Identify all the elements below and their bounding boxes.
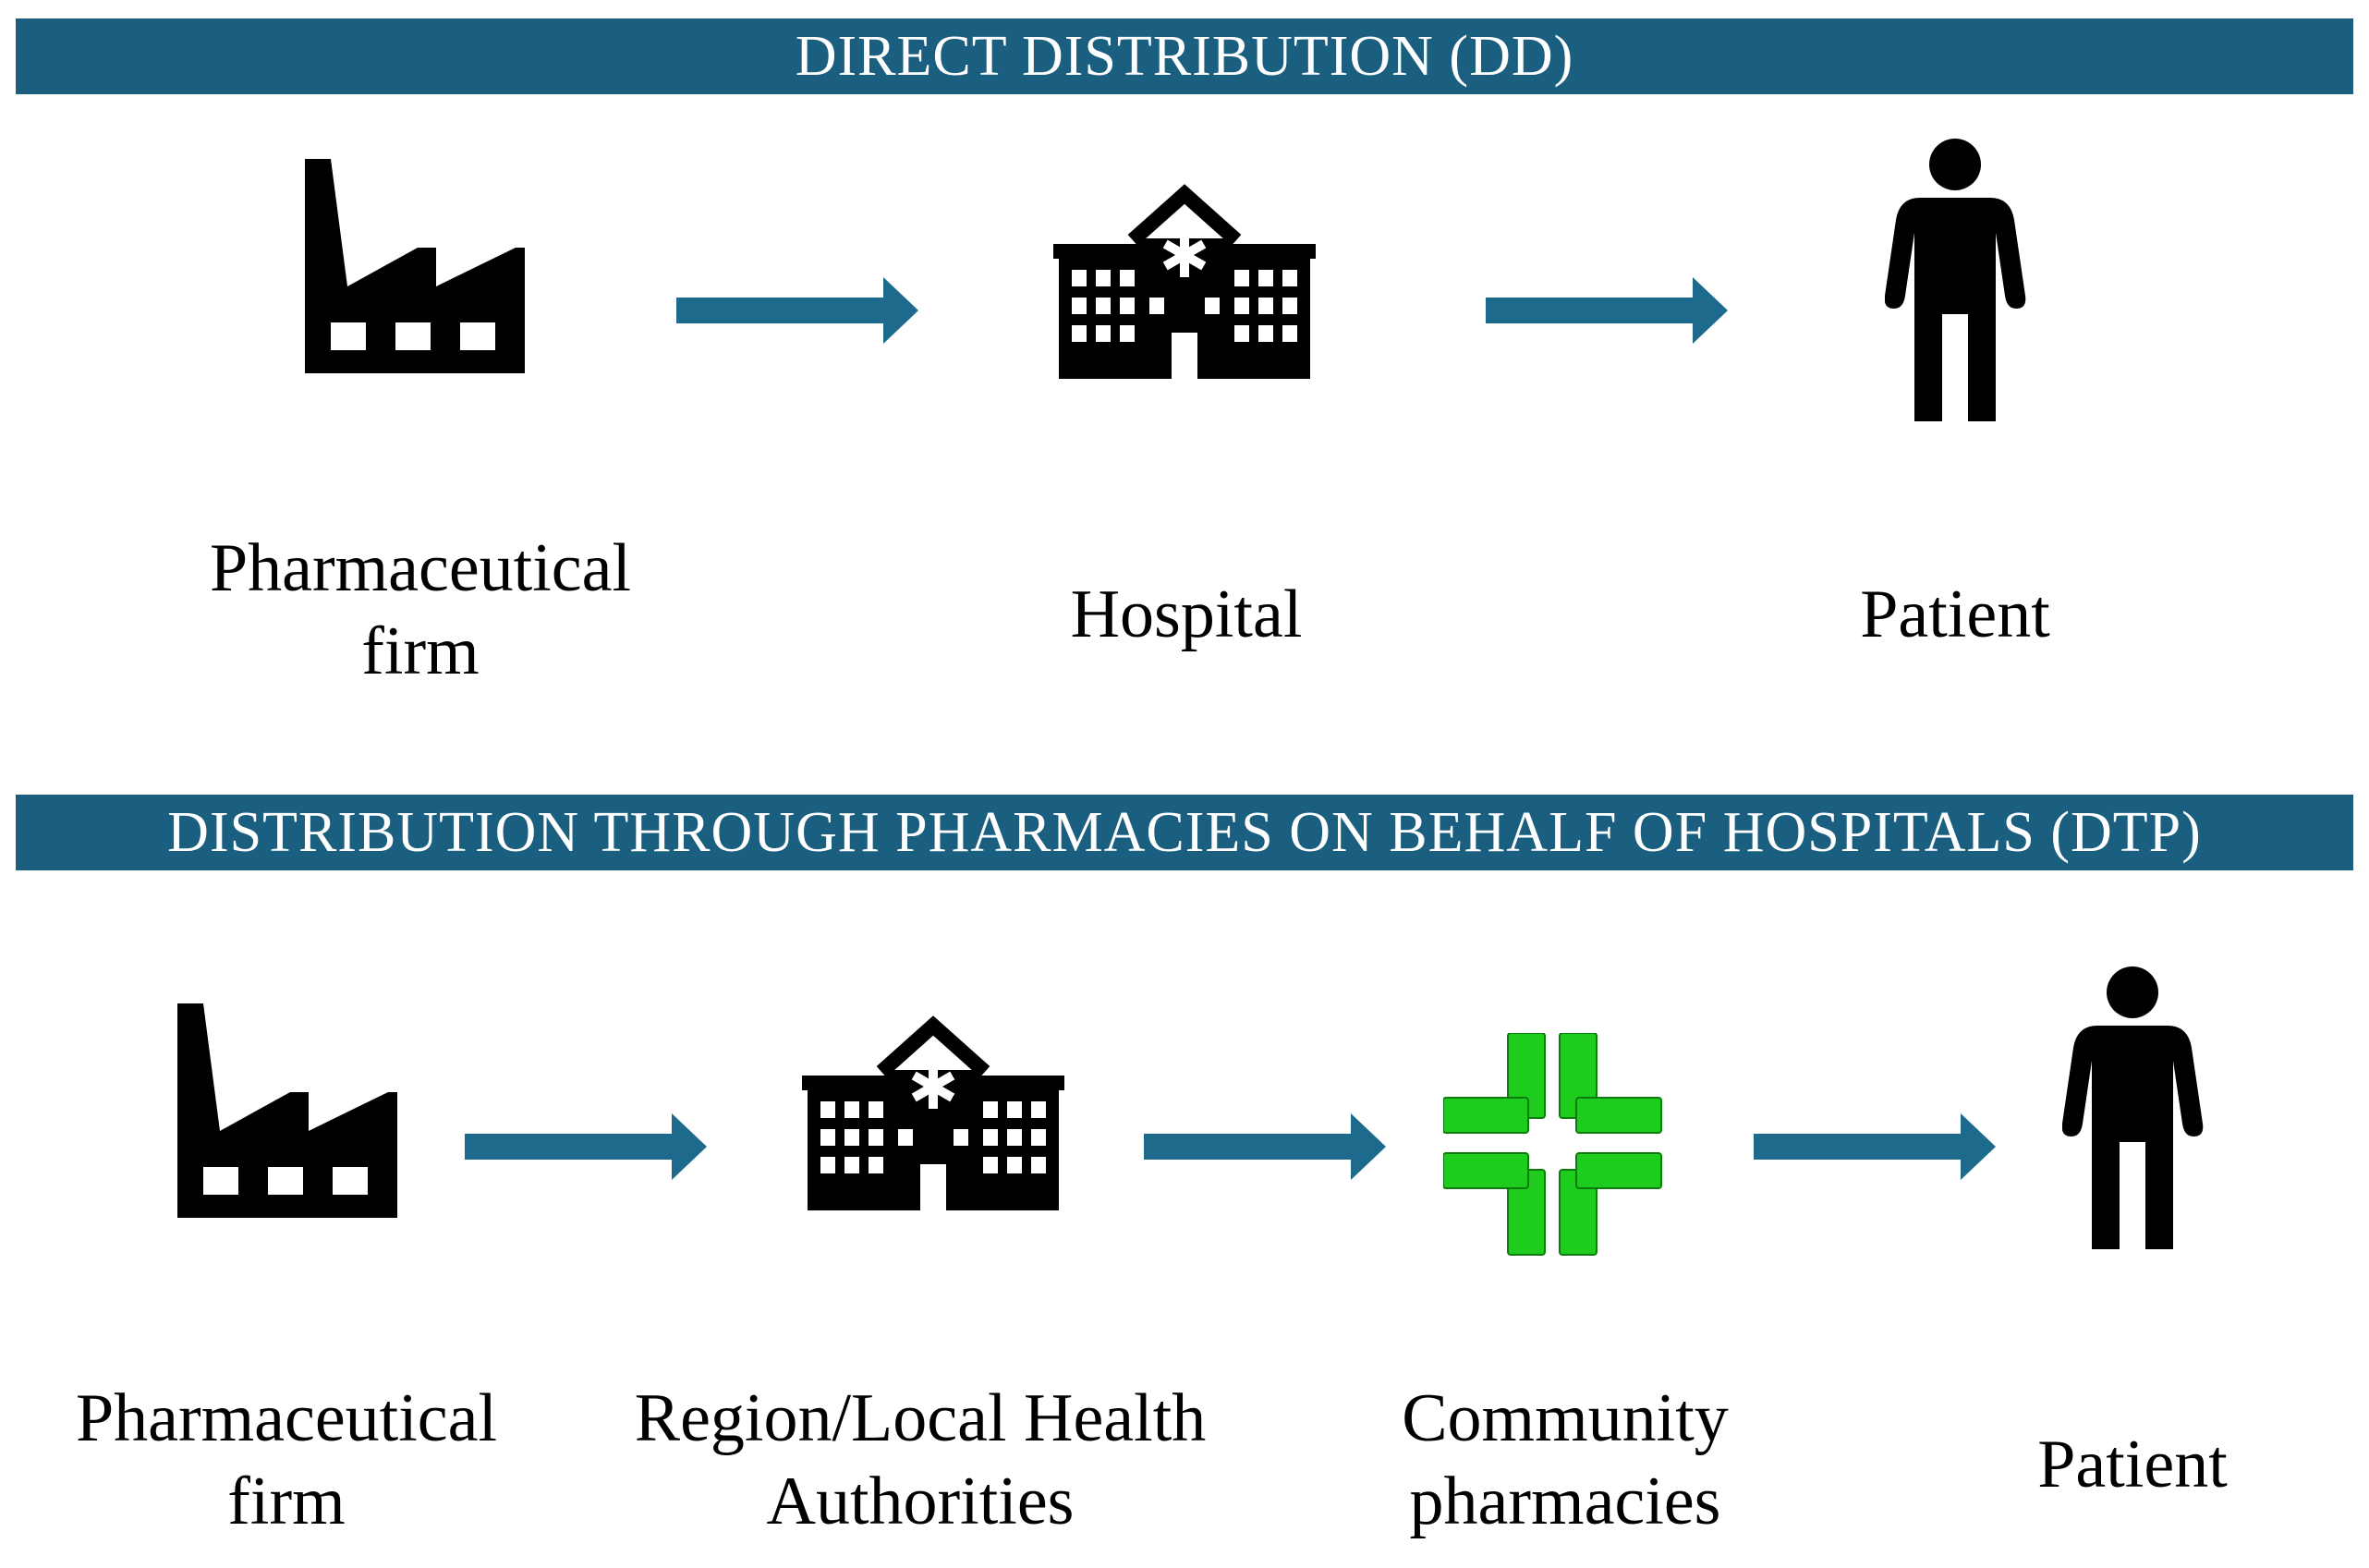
person-icon [2062, 966, 2204, 1249]
dd-section-banner: DIRECT DISTRIBUTION (DD) [16, 18, 2353, 94]
node-label-pharmaceutical-firm: Pharmaceutical firm [209, 530, 632, 689]
arrow-icon [465, 1113, 707, 1180]
node-label-patient: Patient [2037, 1427, 2228, 1502]
node-label-patient: Patient [1860, 577, 2050, 652]
arrow-icon [1486, 277, 1728, 344]
hospital-icon [1053, 166, 1318, 383]
dtp-section-title: DISTRIBUTION THROUGH PHARMACIES ON BEHAL… [167, 800, 2202, 864]
hospital-icon [802, 998, 1066, 1224]
arrow-icon [1144, 1113, 1386, 1180]
pharmacy-cross-icon [1443, 1033, 1662, 1256]
dd-section-title: DIRECT DISTRIBUTION (DD) [795, 24, 1574, 88]
dtp-section-banner: DISTRIBUTION THROUGH PHARMACIES ON BEHAL… [16, 795, 2353, 870]
person-icon [1885, 139, 2026, 421]
arrow-icon [676, 277, 918, 344]
node-label-hospital: Hospital [1070, 577, 1303, 652]
node-label-community-pharmacies: Community pharmacies [1402, 1380, 1729, 1539]
arrow-icon [1754, 1113, 1996, 1180]
factory-icon [305, 159, 525, 373]
node-label-pharmaceutical-firm: Pharmaceutical firm [75, 1380, 498, 1539]
node-label-region-local-health-authorities: Region/Local Health Authorities [634, 1380, 1207, 1539]
factory-icon [177, 1003, 397, 1218]
